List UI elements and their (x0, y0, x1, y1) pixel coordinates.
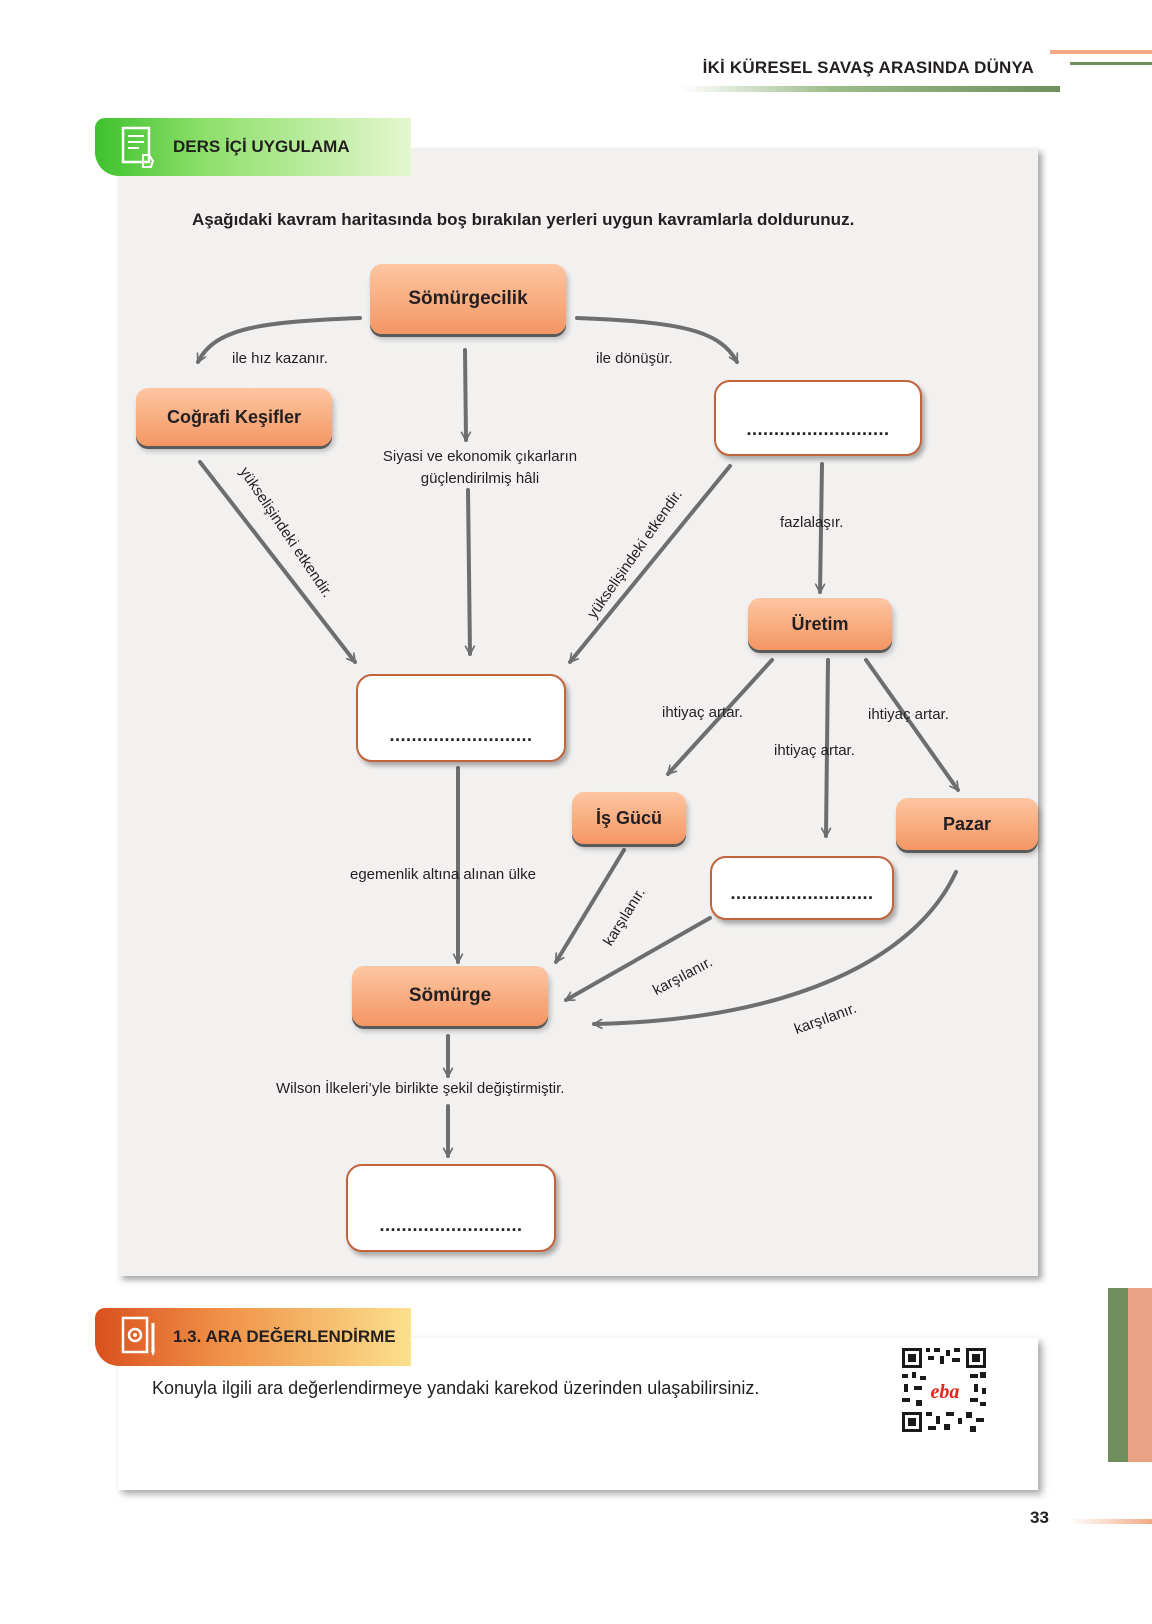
link-label: Wilson İlkeleri’yle birlikte şekil değiş… (276, 1080, 565, 1097)
concept-cografi-kesifler: Coğrafi Keşifler (136, 388, 332, 446)
arrow-somurgecilik-blank2 (464, 488, 476, 656)
arrow-uretim-isgucu (666, 658, 774, 776)
link-label: fazlalaşır. (780, 514, 844, 531)
page-number: 33 (1030, 1508, 1049, 1527)
evaluation-text: Konuyla ilgili ara değerlendirmeye yanda… (152, 1378, 760, 1398)
arrow-blank1-blank2 (568, 464, 732, 664)
concept-uretim: Üretim (748, 598, 892, 650)
side-decoration (1128, 1288, 1152, 1462)
concept-pazar: Pazar (896, 798, 1038, 850)
arrow-cografi-blank2 (198, 460, 357, 664)
activity-panel (118, 148, 1038, 1276)
link-label: egemenlik altına alınan ülke (350, 866, 536, 883)
arrow-blank3-somurge (564, 916, 712, 1002)
arrow-blank1-uretim (814, 462, 826, 594)
arrow-uretim-blank3 (820, 658, 832, 838)
activity-tab-label: DERS İÇİ UYGULAMA (173, 137, 350, 156)
link-label-line: Siyasi ve ekonomik çıkarların (382, 448, 578, 465)
link-label: ile dönüşür. (596, 350, 673, 367)
instruction-text: Aşağıdaki kavram haritasında boş bırakıl… (192, 210, 855, 229)
activity-tab: DERS İÇİ UYGULAMA (95, 118, 411, 176)
gear-document-icon (115, 1313, 163, 1361)
blank-box-1[interactable]: .......................... (714, 380, 922, 456)
link-label-line: güçlendirilmiş hâli (420, 470, 540, 487)
arrow-pazar-somurge (592, 870, 958, 1030)
header-underline (680, 86, 1060, 92)
arrow-somurgecilik-cografi (196, 316, 362, 364)
page-number-decoration (1070, 1519, 1152, 1524)
header-decoration (1070, 62, 1152, 65)
link-label: ihtiyaç artar. (774, 742, 855, 759)
link-label: ihtiyaç artar. (868, 706, 949, 723)
evaluation-tab-label: 1.3. ARA DEĞERLENDİRME (173, 1327, 396, 1346)
concept-somurge: Sömürge (352, 966, 548, 1026)
blank-box-4[interactable]: .......................... (346, 1164, 556, 1252)
blank-box-2[interactable]: .......................... (356, 674, 566, 762)
arrow-somurgecilik-blank1 (575, 316, 739, 364)
document-icon (115, 123, 163, 171)
link-label: ile hız kazanır. (232, 350, 328, 367)
eba-logo: eba (931, 1381, 960, 1403)
qr-code-icon[interactable]: eba (900, 1346, 988, 1434)
header-decoration (1050, 50, 1152, 54)
arrow-uretim-pazar (864, 658, 960, 792)
concept-somurgecilik: Sömürgecilik (370, 264, 566, 334)
blank-box-3[interactable]: .......................... (710, 856, 894, 920)
chapter-title: İKİ KÜRESEL SAVAŞ ARASINDA DÜNYA (702, 58, 1034, 77)
concept-is-gucu: İş Gücü (572, 792, 686, 844)
evaluation-tab: 1.3. ARA DEĞERLENDİRME (95, 1308, 411, 1366)
link-label: Siyasi ve ekonomik çıkarların güçlendiri… (360, 446, 600, 490)
arrow-isgucu-somurge (554, 848, 626, 964)
side-decoration (1108, 1288, 1128, 1462)
link-label: ihtiyaç artar. (662, 704, 743, 721)
arrow-somurgecilik-blank2-top (460, 348, 472, 442)
